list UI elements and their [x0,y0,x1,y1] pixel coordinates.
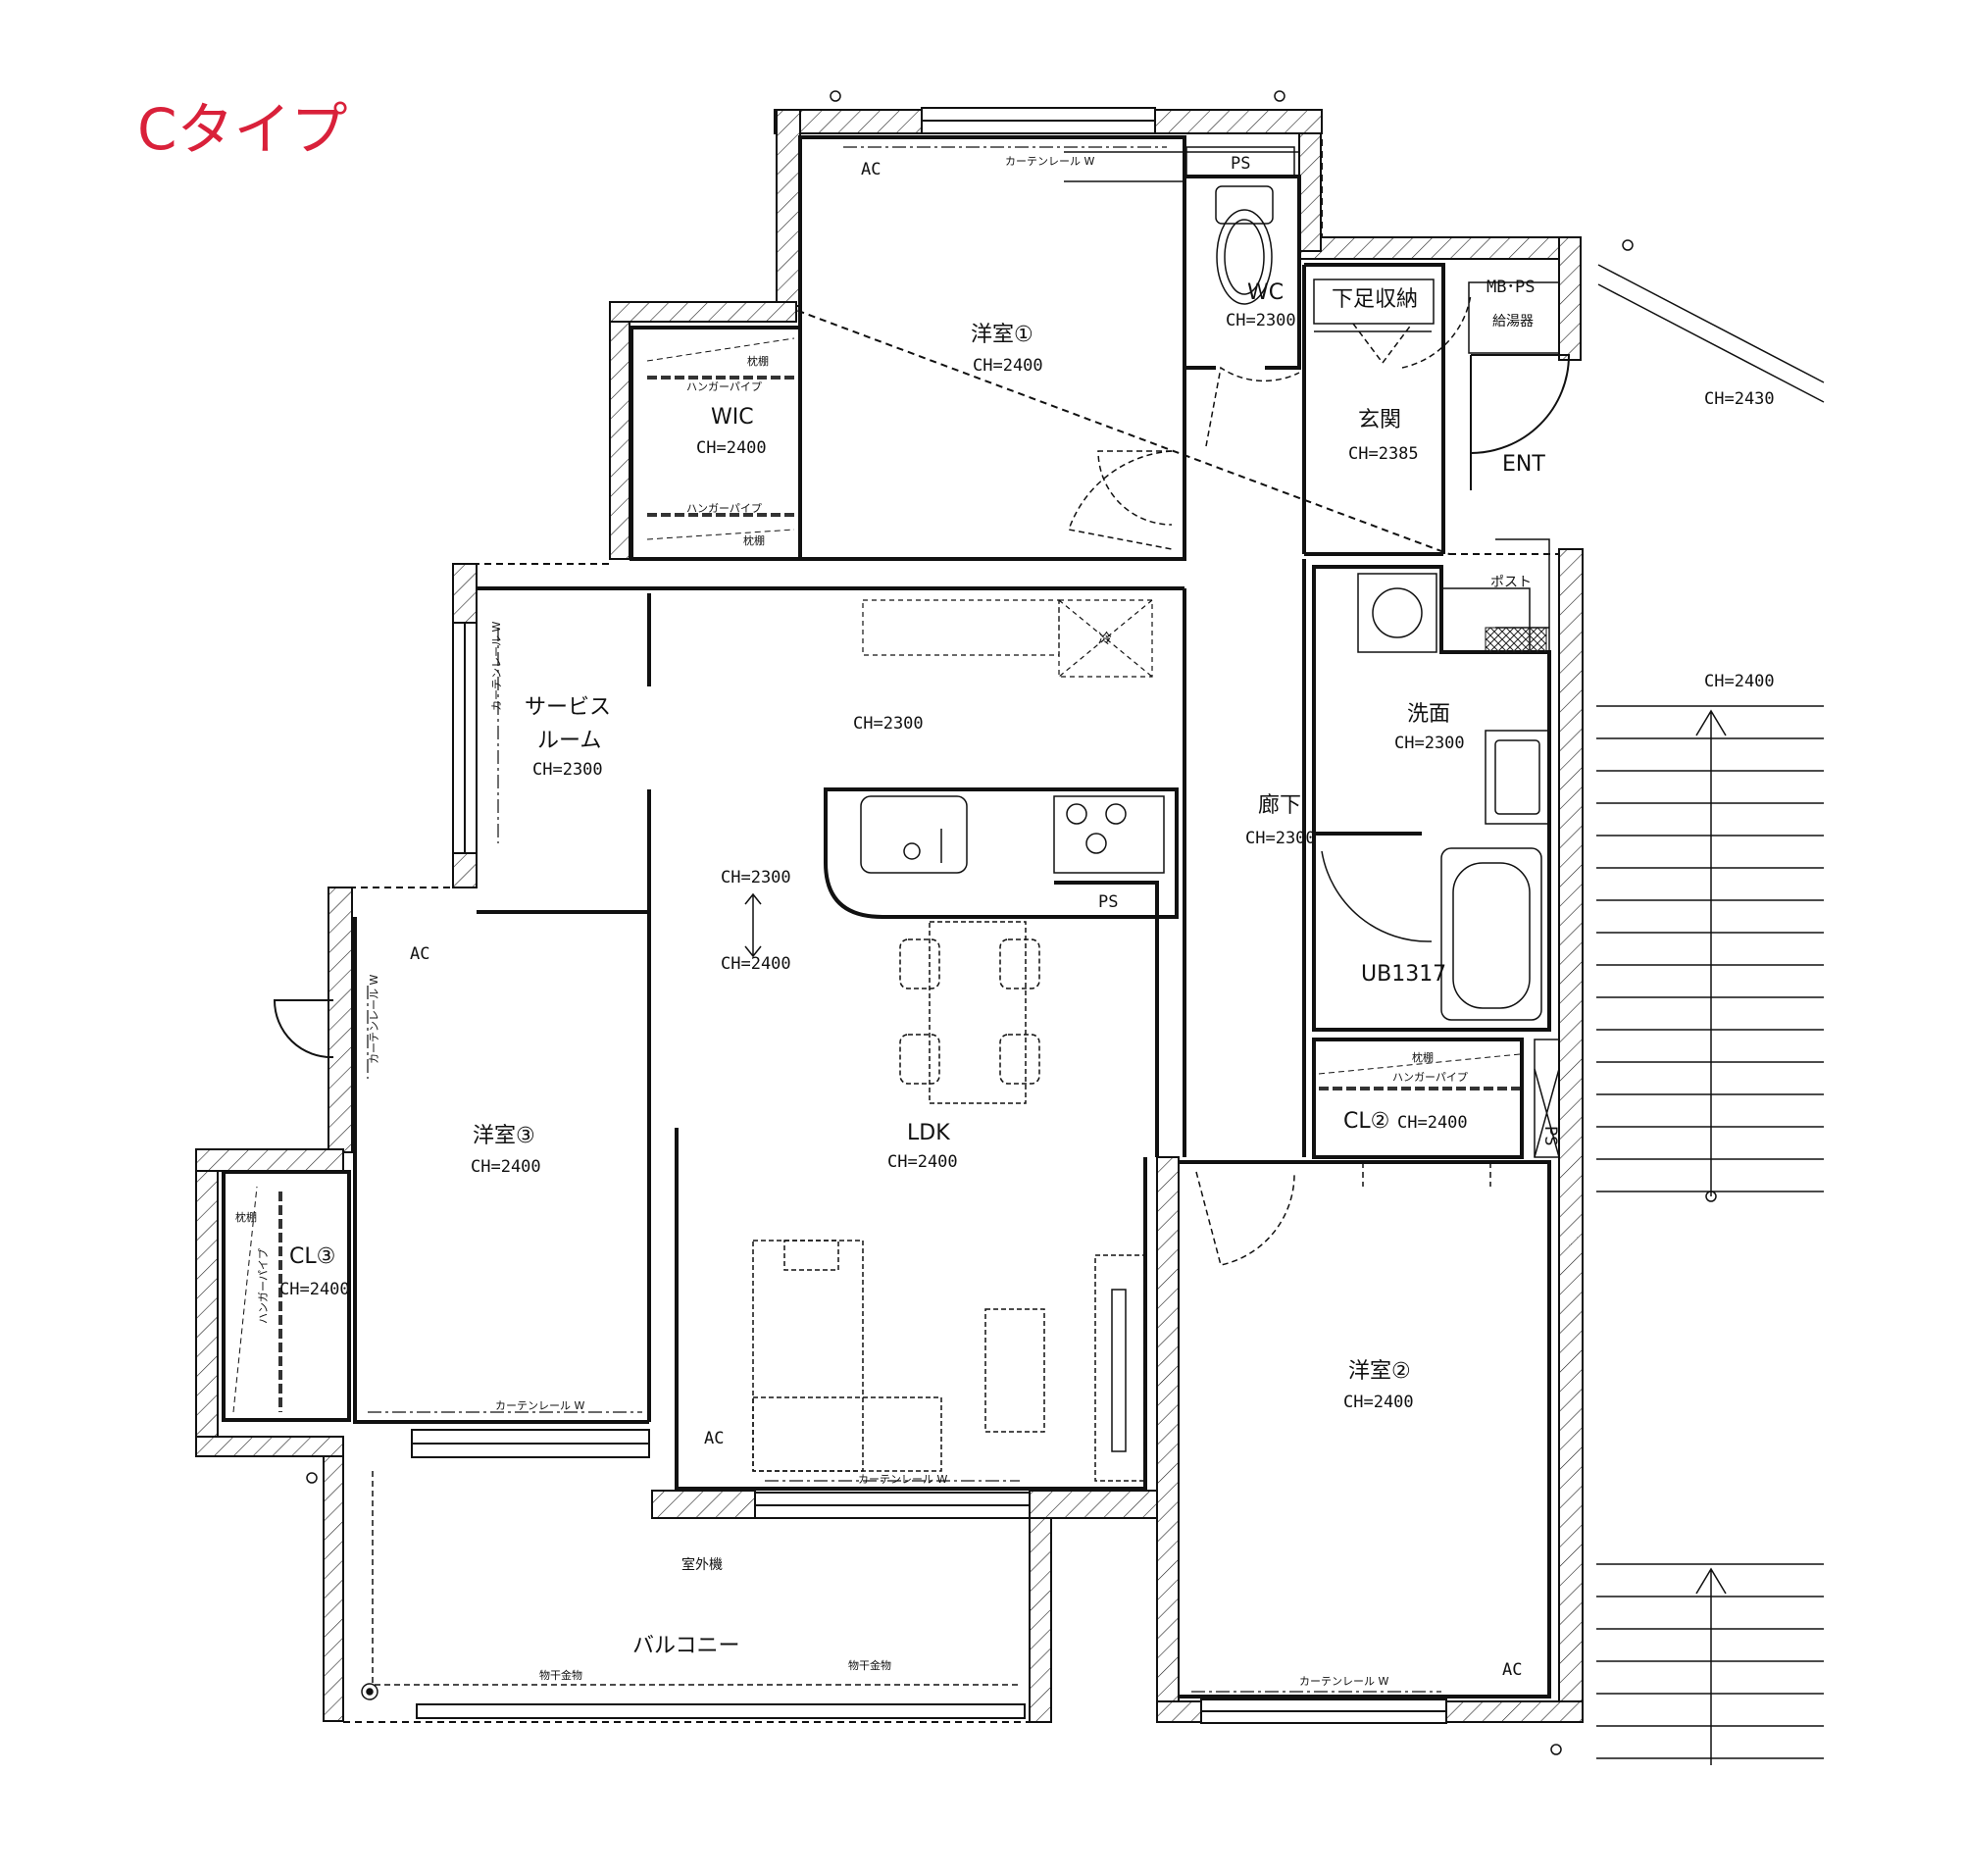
cl3-hanger-label: ハンガーパイプ [257,1248,270,1324]
wic-shelf-label-1: 枕棚 [747,354,769,368]
wic-name: WIC [711,405,754,430]
wc-ch: CH=2300 [1226,311,1296,330]
markers [306,90,1634,1755]
cl2-hanger-label: ハンガーパイプ [1392,1071,1468,1084]
balcony-name: バルコニー [632,1634,740,1658]
storage-diagonals [232,337,1521,1413]
living-furniture [752,1240,1145,1482]
curtain-label-y3: カーテンレール W [368,975,380,1064]
cl3-ch: CH=2400 [279,1280,350,1299]
yoshitsu2-ch: CH=2400 [1343,1393,1414,1412]
storage-lines [278,376,1520,1412]
exterior-stairs [1596,264,1825,1765]
dining-set [899,921,1040,1104]
rouka-name: 廊下 [1258,793,1301,818]
wic-hanger-label-2: ハンガーパイプ [686,502,762,515]
ac-label-3: AC [410,944,429,964]
post-box [1485,627,1547,653]
ps-label-2: PS [1098,892,1118,912]
cl2-name: CL② [1343,1109,1389,1134]
curtain-label-service: カーテンレール W [490,622,503,711]
ldk-ch: CH=2400 [887,1152,958,1172]
rouka-ch: CH=2300 [1245,829,1316,848]
mbps-label: MB･PS [1486,278,1535,297]
monohoshi-label-2: 物干金物 [848,1658,891,1672]
kyutouki-label: 給湯器 [1492,313,1534,330]
door-swings [1068,293,1491,1266]
step-arrow [744,892,762,958]
ac-label-1: AC [861,160,881,179]
curtain-rails [367,146,1441,1693]
service-name-2: ルーム [537,729,601,753]
ac-label-2: AC [1502,1660,1522,1680]
yoshitsu1-name: 洋室① [971,323,1033,347]
genkan-ch: CH=2385 [1348,444,1419,464]
tv-unit [1111,1289,1127,1452]
fridge-label: 冷 [1098,632,1112,647]
fridge [862,599,1153,678]
ent-label: ENT [1502,452,1545,477]
washbasin [1485,730,1550,825]
curtain-label-1: カーテンレール W [1005,155,1094,168]
shitsugaiki-label: 室外機 [681,1556,723,1573]
ub-name: UB1317 [1361,962,1446,987]
stove [1053,795,1165,874]
wc-name: WC [1247,280,1284,305]
yoshitsu3-ch: CH=2400 [471,1157,541,1177]
getabako-label: 下足収納 [1332,287,1418,312]
ac-label-ldk: AC [704,1429,724,1448]
washing-machine [1357,573,1437,653]
ps-label-1: PS [1231,154,1250,174]
toilet-fixture [1215,185,1274,305]
windows [411,107,1447,1724]
wic-ch: CH=2400 [696,438,767,458]
service-ch: CH=2300 [532,760,603,780]
ldk-step-upper: CH=2300 [721,868,791,887]
senmen-ch: CH=2300 [1394,734,1465,753]
cl3-name: CL③ [289,1244,335,1269]
outside-ch-lower: CH=2400 [1704,672,1775,691]
genkan-name: 玄関 [1358,408,1401,432]
kitchen-ch: CH=2300 [853,714,924,734]
entrance-door [1470,354,1571,490]
cl2-shelf-label: 枕棚 [1412,1050,1434,1064]
senmen-name: 洗面 [1407,702,1450,727]
yoshitsu1-ch: CH=2400 [973,356,1043,376]
service-name-1: サービス [525,695,611,720]
plan-title: Cタイプ [137,96,348,163]
ps-label-3: PS [1540,1126,1560,1145]
cl2-ch: CH=2400 [1397,1113,1468,1133]
balcony-drain [361,1471,1020,1700]
kitchen-sink [860,795,968,874]
side-door [273,999,334,1059]
yoshitsu2-name: 洋室② [1348,1359,1411,1384]
wic-hanger-label-1: ハンガーパイプ [686,380,762,393]
monohoshi-label-1: 物干金物 [539,1668,582,1682]
bathtub [1321,847,1542,1021]
ldk-name: LDK [907,1121,950,1145]
ldk-step-lower: CH=2400 [721,954,791,974]
curtain-label-3: カーテンレール W [495,1399,584,1412]
yoshitsu3-name: 洋室③ [473,1124,535,1148]
curtain-label-ldk: カーテンレール W [858,1473,947,1486]
post-label: ポスト [1490,575,1532,590]
curtain-label-2: カーテンレール W [1299,1675,1388,1688]
outside-ch-upper: CH=2430 [1704,389,1775,409]
interior-walls [222,135,1551,1699]
wic-shelf-label-2: 枕棚 [743,533,765,547]
cl3-shelf-label: 枕棚 [235,1210,257,1224]
